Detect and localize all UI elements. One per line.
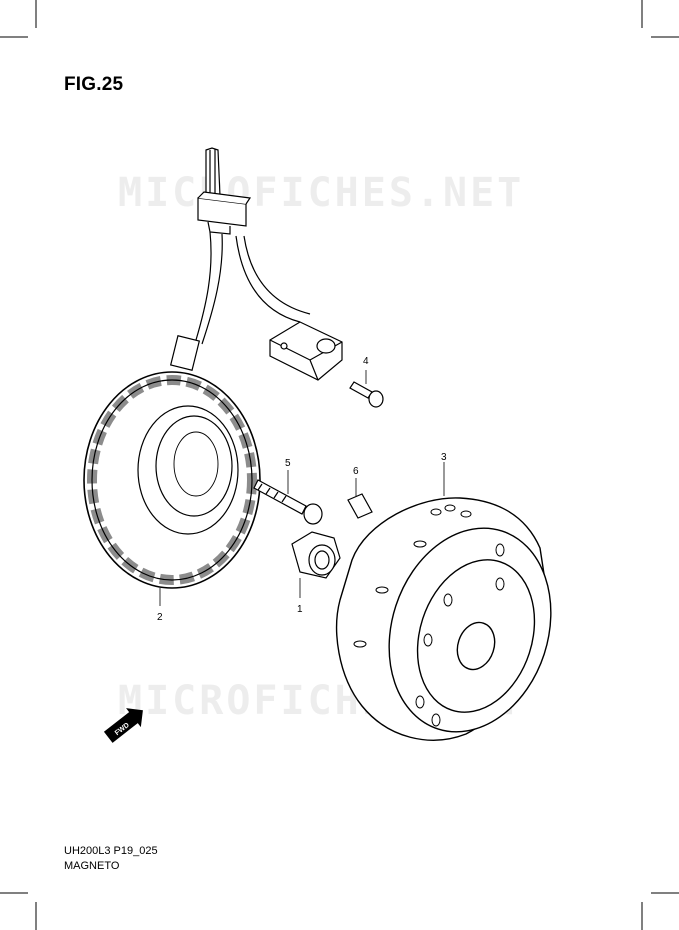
callout-1: 1 [297,604,303,615]
watermark-top: MICROFICHES.NET [118,170,525,216]
wire-harness [153,147,311,393]
callout-5: 5 [285,458,291,469]
callout-4: 4 [363,356,369,367]
forward-arrow-icon: FWD [103,708,143,743]
nut [291,531,341,579]
pickup-bolt [349,381,384,408]
callout-6: 6 [353,466,359,477]
figure-name: MAGNETO [64,860,120,872]
rotor [335,497,552,741]
figure-title: FIG.25 [64,74,124,95]
key [347,493,373,519]
callout-3: 3 [441,452,447,463]
pickup-coil [269,321,343,381]
callout-2: 2 [157,612,163,623]
leader-lines [159,370,445,606]
stator [83,371,261,589]
figure-code: UH200L3 P19_025 [64,845,158,857]
stator-bolt [253,479,323,525]
